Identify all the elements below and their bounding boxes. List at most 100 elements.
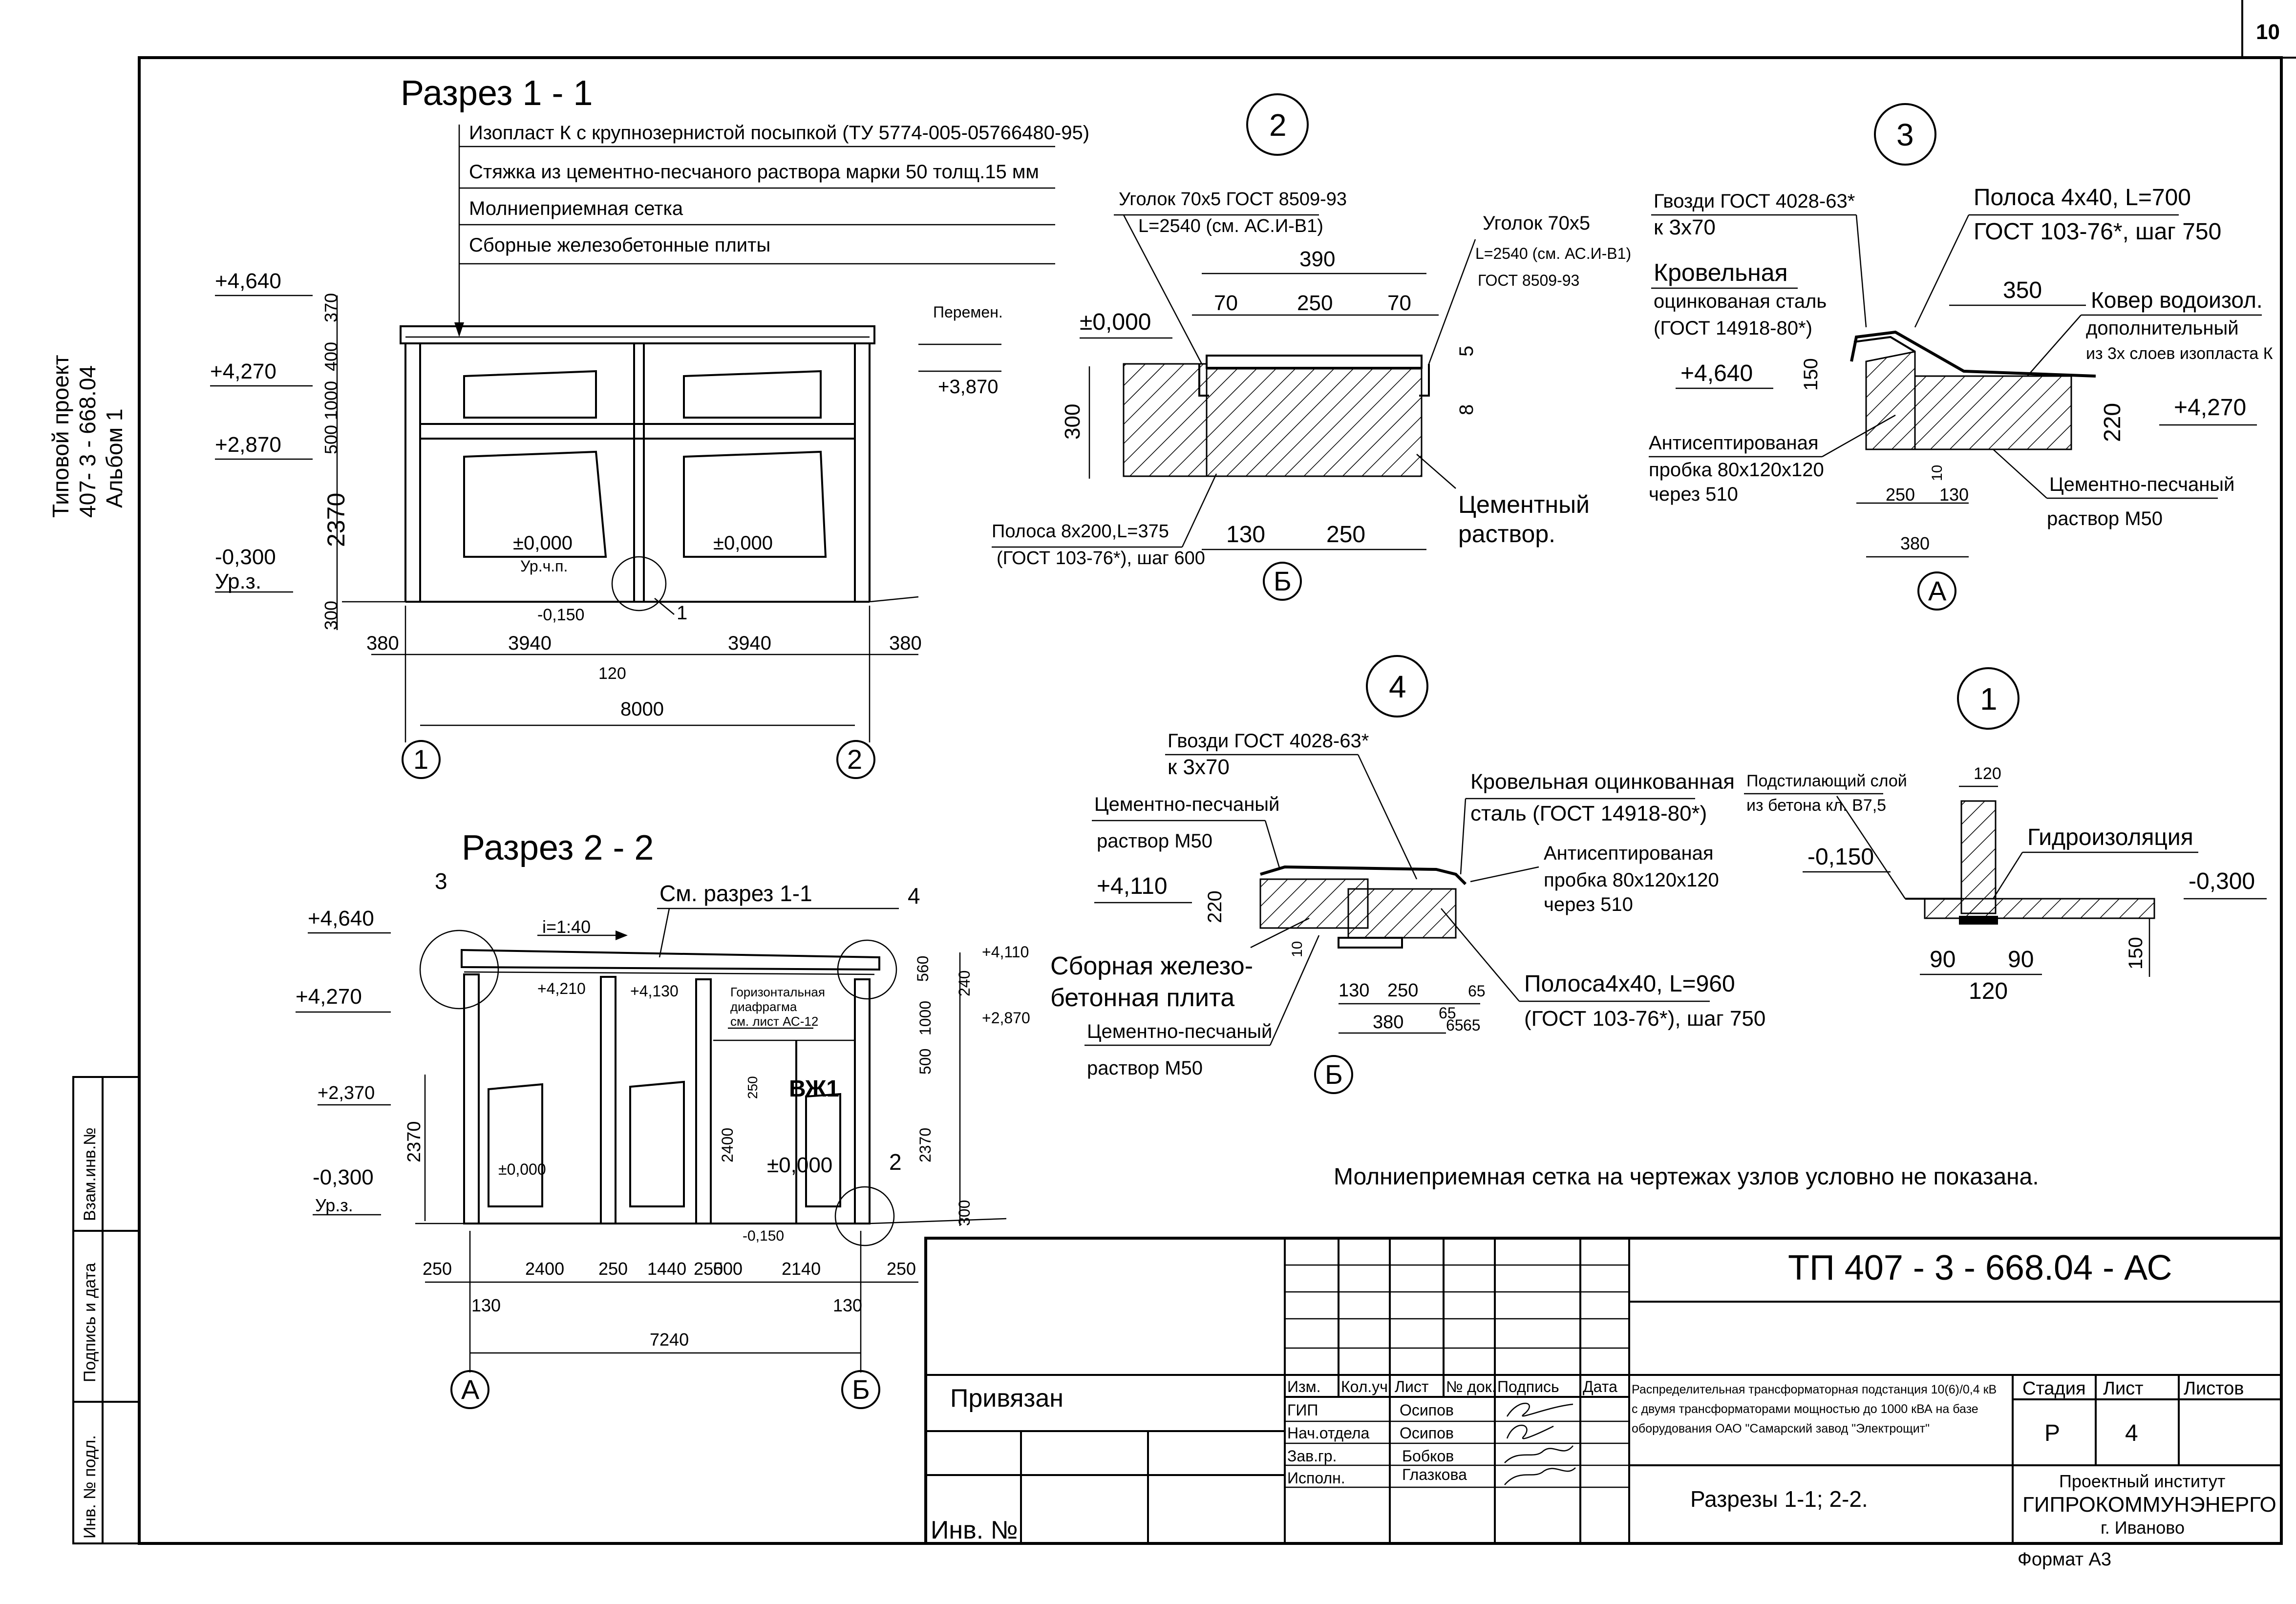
sheet-value: 4: [2125, 1420, 2138, 1446]
n3-plug-2: пробка 80х120х120: [1649, 459, 1824, 481]
s2-hdim-250-b: 250: [598, 1259, 628, 1279]
name-1: Осипов: [1400, 1401, 1454, 1419]
n2-strip-2: (ГОСТ 103-76*), шаг 600: [997, 548, 1205, 569]
node-2-detail: 2 Уголок 70х5 ГОСТ 8509-93 L=2540 (см. А…: [992, 93, 1631, 601]
n4-dim-65-b: 65: [1468, 982, 1486, 1000]
n3-dim-150: 150: [1800, 358, 1822, 391]
node-3-label: 3: [1896, 117, 1914, 152]
axis-1: 1: [413, 744, 428, 775]
n3-nails-2: к 3х70: [1654, 215, 1716, 239]
n4-dim-65-d: 65: [1463, 1016, 1481, 1034]
hdr-list: Лист: [1395, 1378, 1429, 1395]
hdr-date: Дата: [1583, 1378, 1617, 1395]
s2-subdim-130-l: 130: [471, 1295, 501, 1315]
bound-label: Привязан: [950, 1384, 1063, 1413]
role-2: Нач.отдела: [1287, 1424, 1370, 1442]
revision-table: Изм. Кол.уч. Лист № док. Подпись Дата ГИ…: [1285, 1238, 1630, 1543]
s2-level-4640: +4,640: [308, 907, 374, 930]
section-1-title: Разрез 1 - 1: [401, 74, 593, 113]
n3-mortar-2: раствор М50: [2047, 508, 2163, 529]
n1-waterproof: Гидроизоляция: [2027, 824, 2193, 850]
total-dim-8000: 8000: [620, 698, 664, 720]
n3-level-right: +4,270: [2174, 395, 2246, 421]
n4-plug-2: пробка 80х120х120: [1544, 869, 1719, 891]
n1-level-left: -0,150: [1807, 844, 1874, 870]
n2-dim-70-r: 70: [1387, 291, 1411, 315]
s2-left-2370: 2370: [404, 1121, 425, 1162]
hdim-3940-r: 3940: [728, 633, 771, 654]
center-dim-120: 120: [598, 664, 626, 683]
project-side-line-1: Типовой проект: [48, 355, 73, 518]
node-1-ref: 1: [677, 602, 687, 624]
node-3-ref: 3: [435, 868, 447, 894]
beam-vzh1: ВЖ1: [789, 1076, 839, 1102]
section-1-1: Разрез 1 - 1 Изопласт К с крупнозернисто…: [210, 74, 1089, 779]
diaphragm-line-2: диафрагма: [730, 999, 797, 1014]
n2-height-300: 300: [1061, 404, 1084, 440]
n4-dim-130: 130: [1339, 980, 1369, 1001]
rvdim-500: 500: [916, 1049, 934, 1075]
n2-dim-5: 5: [1456, 346, 1477, 357]
n3-strip-2: ГОСТ 103-76*, шаг 750: [1974, 219, 2221, 245]
diaphragm-line-3: см. лист АС-12: [730, 1014, 818, 1029]
n2-strip-1: Полоса 8х200,L=375: [992, 521, 1169, 542]
name-3: Бобков: [1402, 1447, 1454, 1465]
object-line-3: оборудования ОАО "Самарский завод "Элект…: [1632, 1422, 1930, 1435]
n2-dim-250: 250: [1297, 291, 1333, 315]
hdr-sign: Подпись: [1497, 1378, 1559, 1395]
n3-nails-1: Гвозди ГОСТ 4028-63*: [1654, 190, 1855, 212]
n3-steel-2: оцинкованая сталь: [1654, 291, 1827, 312]
s2-ground-level: Ур.з.: [315, 1195, 353, 1215]
level-3870: +3,870: [938, 376, 998, 398]
s2-dim-250: 250: [745, 1076, 760, 1099]
n3-plug-1: Антисептированая: [1649, 432, 1819, 454]
n4-plug-3: через 510: [1544, 894, 1633, 915]
n3-dim-380: 380: [1900, 533, 1930, 553]
n4-mortar-bottom-2: раствор М50: [1087, 1057, 1203, 1079]
stage-label: Стадия: [2022, 1378, 2086, 1399]
s2-hdim-2400: 2400: [525, 1259, 564, 1279]
name-4: Глазкова: [1402, 1466, 1467, 1483]
n2-dim-250: 250: [1326, 522, 1365, 548]
inv-label: Инв. №: [931, 1516, 1018, 1544]
rvdim-240: 240: [956, 971, 973, 996]
n1-dim-90-l: 90: [1930, 947, 1956, 972]
role-3: Зав.гр.: [1287, 1447, 1337, 1465]
s2-minus-0150: -0,150: [743, 1228, 784, 1244]
n3-carpet-2: дополнительный: [2086, 317, 2239, 339]
vdim-300: 300: [321, 601, 341, 630]
n2-angle-left-1: Уголок 70х5 ГОСТ 8509-93: [1119, 189, 1347, 210]
n4-dim-250: 250: [1387, 980, 1418, 1001]
node-2-label: 2: [1269, 107, 1287, 143]
diaphragm-line-1: Горизонтальная: [730, 985, 825, 999]
project-side-line-2: 407- 3 - 668.04: [75, 365, 100, 518]
s2-dim-2400: 2400: [719, 1128, 736, 1162]
n1-dim-90-r: 90: [2008, 947, 2034, 972]
n3-dim-10: 10: [1929, 465, 1945, 481]
section-1-horizontal-dims: 380 3940 3940 380 120 8000 1 2: [366, 606, 922, 779]
slope: i=1:40: [542, 917, 591, 937]
axis-2: 2: [847, 744, 862, 775]
node-4-ref: 4: [908, 883, 920, 908]
n3-strip-1: Полоса 4х40, L=700: [1974, 185, 2191, 211]
floor-level-1: ±0,000: [513, 532, 573, 554]
n2-dim-8: 8: [1456, 404, 1477, 415]
n4-slab-1: Сборная железо-: [1050, 952, 1253, 980]
section-1-building: 1: [342, 325, 919, 624]
n2-dim-130: 130: [1226, 522, 1265, 548]
hdr-izm: Изм.: [1287, 1378, 1321, 1395]
n1-base-2: из бетона кл. В7,5: [1746, 796, 1886, 815]
n4-mortar-top-2: раствор М50: [1097, 830, 1212, 852]
layer-3: Молниеприемная сетка: [469, 198, 683, 219]
n3-carpet-3: из 3х слоев изопласта К: [2086, 344, 2273, 363]
n2-angle-right-1: Уголок 70х5: [1483, 212, 1590, 234]
n1-base-1: Подстилающий слой: [1746, 772, 1907, 790]
n3-dim-220: 220: [2100, 403, 2126, 442]
node-1-detail: 1 Подстилающий слой из бетона кл. В7,5 1…: [1744, 667, 2267, 1004]
n4-steel-2: сталь (ГОСТ 14918-80*): [1470, 802, 1707, 825]
stamp-inv-orig: Инв. № подл.: [81, 1435, 99, 1539]
n4-dim-10: 10: [1289, 941, 1305, 957]
s2-floor-1: ±0,000: [498, 1161, 546, 1178]
stamp-replace-inv: Взам.инв.№: [81, 1127, 99, 1221]
